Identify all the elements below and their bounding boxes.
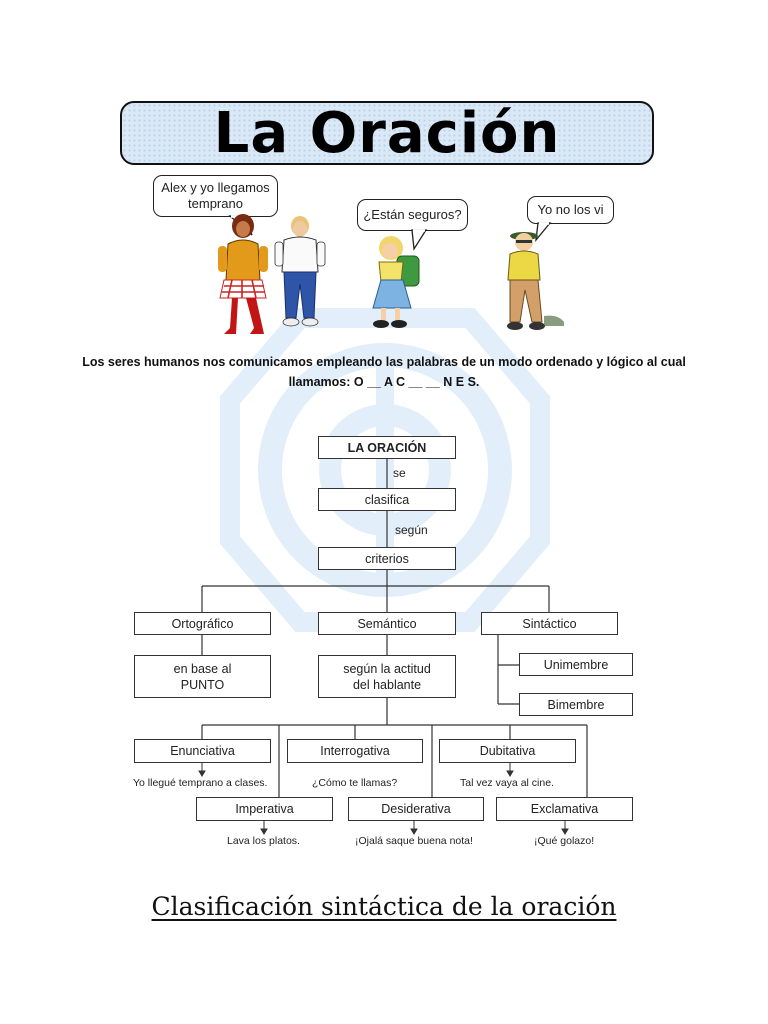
intro-line-1: Los seres humanos nos comunicamos emplea… xyxy=(82,355,686,369)
bimembre-box: Bimembre xyxy=(519,693,633,716)
speech-bubble-2-tail xyxy=(411,229,428,251)
cartoon-girl-backpack-illustration xyxy=(372,236,420,328)
cartoon-girl-red-illustration xyxy=(218,214,268,334)
root-box: LA ORACIÓN xyxy=(318,436,456,459)
en-base-line-1: en base al xyxy=(173,661,232,676)
speech-bubble-3-text: Yo no los vi xyxy=(537,202,604,217)
example-dubitativa: Tal vez vaya al cine. xyxy=(460,777,554,789)
example-desiderativa: ¡Ojalá saque buena nota! xyxy=(355,835,473,847)
page-title: La Oración xyxy=(213,101,561,166)
interrogativa-box: Interrogativa xyxy=(287,739,423,763)
en-base-line-2: PUNTO xyxy=(180,677,225,692)
cartoon-boy-white-shirt-illustration xyxy=(274,216,326,327)
segun-actitud-box: según la actitud del hablante xyxy=(318,655,456,698)
exclamativa-box: Exclamativa xyxy=(496,797,633,821)
speech-bubble-1-text: Alex y yo llegamos temprano xyxy=(161,180,270,211)
imperativa-box: Imperativa xyxy=(196,797,333,821)
dubitativa-box: Dubitativa xyxy=(439,739,576,763)
segun-actitud-line-2: del hablante xyxy=(352,677,422,692)
footer-heading-text: Clasificación sintáctica de la oración xyxy=(151,892,617,921)
example-exclamativa: ¡Qué golazo! xyxy=(534,835,595,847)
footer-heading: Clasificación sintáctica de la oración xyxy=(0,892,768,921)
example-enunciativa: Yo llegué temprano a clases. xyxy=(133,777,268,789)
speech-bubble-2: ¿Están seguros? xyxy=(357,199,468,231)
cartoon-boy-cap-illustration xyxy=(507,232,564,330)
criterios-box: criterios xyxy=(318,547,456,570)
speech-bubble-1: Alex y yo llegamos temprano xyxy=(153,175,278,217)
title-banner: La Oración xyxy=(120,101,654,165)
connector-se: se xyxy=(393,466,406,480)
semantico-box: Semántico xyxy=(318,612,456,635)
enunciativa-box: Enunciativa xyxy=(134,739,271,763)
connector-segun: según xyxy=(395,523,428,537)
speech-bubble-2-text: ¿Están seguros? xyxy=(363,207,462,222)
ortografico-box: Ortográfico xyxy=(134,612,271,635)
segun-actitud-line-1: según la actitud xyxy=(343,661,431,676)
sintactico-box: Sintáctico xyxy=(481,612,618,635)
desiderativa-box: Desiderativa xyxy=(348,797,484,821)
intro-paragraph: Los seres humanos nos comunicamos emplea… xyxy=(70,352,698,392)
example-interrogativa: ¿Cómo te llamas? xyxy=(312,777,398,789)
en-base-box: en base al PUNTO xyxy=(134,655,271,698)
clasifica-box: clasifica xyxy=(318,488,456,511)
intro-line-2: llamamos: O __ A C __ __ N E S. xyxy=(288,375,480,389)
unimembre-box: Unimembre xyxy=(519,653,633,676)
speech-bubble-3-tail xyxy=(535,222,552,242)
example-imperativa: Lava los platos. xyxy=(227,835,300,847)
speech-bubble-3: Yo no los vi xyxy=(527,196,614,224)
